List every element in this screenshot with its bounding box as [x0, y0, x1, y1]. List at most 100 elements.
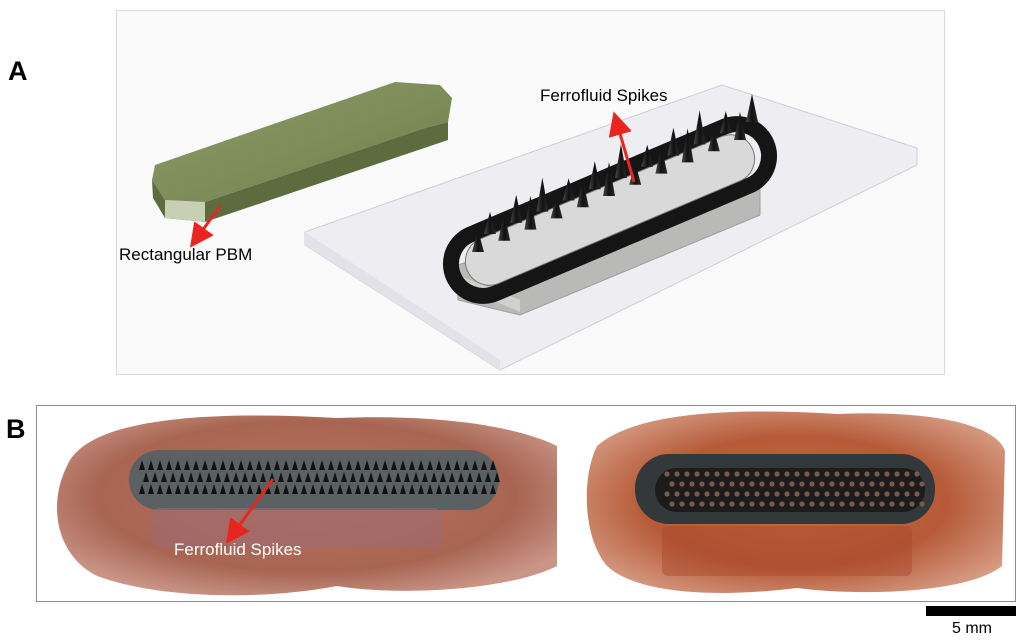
spike: [689, 481, 694, 486]
spike: [674, 471, 679, 476]
spike: [699, 501, 704, 506]
spike: [719, 501, 724, 506]
spike: [714, 491, 719, 496]
spike: [834, 491, 839, 496]
spike: [694, 471, 699, 476]
spike: [909, 501, 914, 506]
spike: [734, 491, 739, 496]
spike: [669, 501, 674, 506]
spike: [854, 491, 859, 496]
spike: [864, 491, 869, 496]
spike: [739, 481, 744, 486]
spike: [694, 491, 699, 496]
spike: [769, 501, 774, 506]
spike: [849, 501, 854, 506]
spike: [829, 501, 834, 506]
spike: [779, 481, 784, 486]
spike: [809, 501, 814, 506]
spike: [684, 491, 689, 496]
spike: [699, 481, 704, 486]
spike: [714, 471, 719, 476]
spike: [759, 481, 764, 486]
spike: [909, 481, 914, 486]
spike: [749, 481, 754, 486]
spike: [854, 471, 859, 476]
spike: [869, 481, 874, 486]
spike: [849, 481, 854, 486]
spike: [704, 491, 709, 496]
spike: [729, 481, 734, 486]
scale-bar: [926, 606, 1016, 616]
spike: [664, 471, 669, 476]
spike: [869, 501, 874, 506]
spike: [679, 481, 684, 486]
spike: [904, 491, 909, 496]
spike: [824, 491, 829, 496]
spike: [689, 501, 694, 506]
spike: [859, 481, 864, 486]
spike: [679, 501, 684, 506]
spike: [889, 501, 894, 506]
spike: [864, 471, 869, 476]
spike: [794, 471, 799, 476]
spike: [894, 491, 899, 496]
label-ferrofluid-spikes-a: Ferrofluid Spikes: [540, 86, 668, 106]
spike: [759, 501, 764, 506]
spike: [919, 501, 924, 506]
label-ferrofluid-spikes-b: Ferrofluid Spikes: [174, 540, 302, 560]
spike: [899, 481, 904, 486]
spike: [859, 501, 864, 506]
spike: [724, 471, 729, 476]
panel-b-illustration: [37, 406, 1015, 601]
spike: [879, 481, 884, 486]
spike: [809, 481, 814, 486]
spike: [744, 491, 749, 496]
spike: [839, 501, 844, 506]
spike: [884, 491, 889, 496]
spike: [894, 471, 899, 476]
scale-bar-label: 5 mm: [952, 620, 992, 638]
spike: [789, 481, 794, 486]
spike: [874, 471, 879, 476]
spike: [904, 471, 909, 476]
spike: [794, 491, 799, 496]
spike: [799, 501, 804, 506]
spike: [789, 501, 794, 506]
panel-b-photos: Ferrofluid Spikes: [36, 405, 1016, 602]
spike: [799, 481, 804, 486]
spike: [899, 501, 904, 506]
spike: [674, 491, 679, 496]
spike: [774, 491, 779, 496]
spike: [769, 481, 774, 486]
spike: [774, 471, 779, 476]
spike: [739, 501, 744, 506]
spike: [754, 491, 759, 496]
spike: [684, 471, 689, 476]
spike: [824, 471, 829, 476]
spike: [834, 471, 839, 476]
spike: [814, 471, 819, 476]
spike: [729, 501, 734, 506]
photo-right: [587, 412, 1005, 593]
spike: [754, 471, 759, 476]
spike: [819, 481, 824, 486]
spike: [884, 471, 889, 476]
label-rectangular-pbm: Rectangular PBM: [119, 245, 252, 265]
photo-left: [57, 415, 557, 595]
spike: [764, 491, 769, 496]
spike: [784, 471, 789, 476]
spike: [844, 491, 849, 496]
spike: [724, 491, 729, 496]
spike: [829, 481, 834, 486]
spike: [779, 501, 784, 506]
spike: [709, 481, 714, 486]
spike: [804, 471, 809, 476]
spike: [844, 471, 849, 476]
spike: [874, 491, 879, 496]
spike: [914, 471, 919, 476]
spike: [804, 491, 809, 496]
spike: [749, 501, 754, 506]
spike: [744, 471, 749, 476]
spike: [879, 501, 884, 506]
spike: [914, 491, 919, 496]
